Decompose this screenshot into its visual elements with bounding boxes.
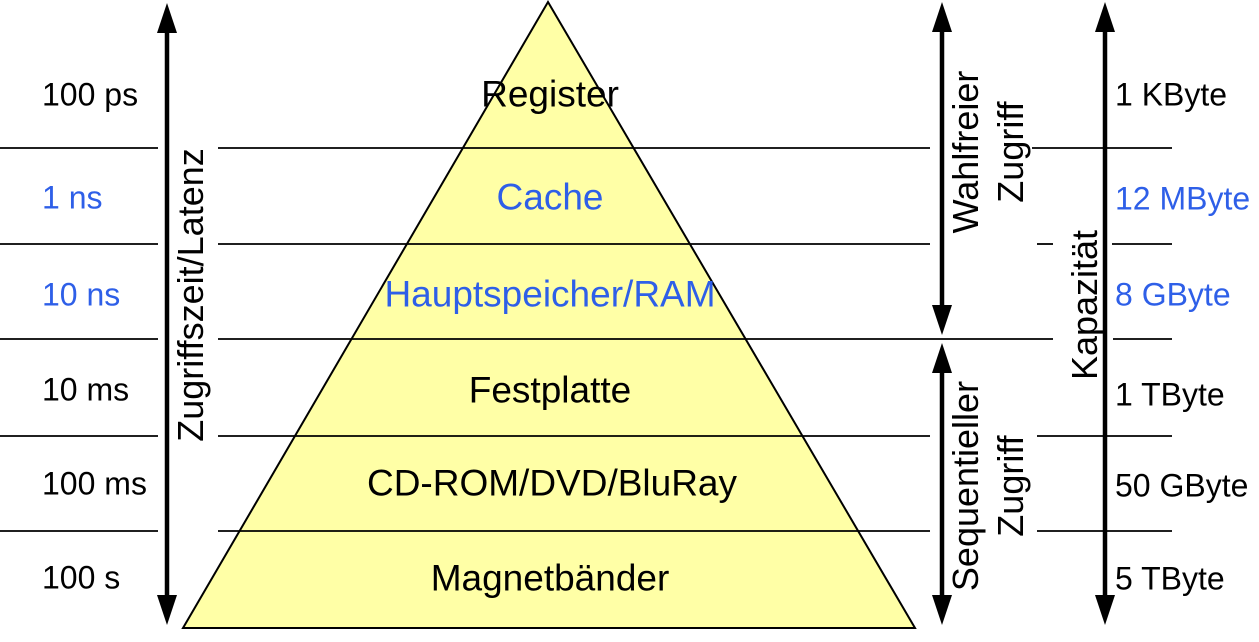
capacity-label-register: 1 KByte [1115,76,1228,113]
latency-axis-arrow [157,3,177,625]
random-access-label: Wahlfreier Zugriff [945,70,1031,234]
latency-label-register: 100 ps [42,76,139,113]
capacity-label-festplatte: 1 TByte [1115,376,1225,413]
capacity-label-cache: 12 MByte [1115,180,1251,217]
capacity-label-tape: 5 TByte [1115,560,1225,597]
level-label-register: Register [481,73,619,115]
latency-label-ram: 10 ns [42,276,121,313]
level-label-tape: Magnetbänder [430,557,670,599]
level-label-festplatte: Festplatte [468,369,632,411]
latency-label-tape: 100 s [42,559,121,596]
latency-axis-label: Zugriffszeit/Latenz [170,148,212,442]
random-access-arrow [932,2,952,335]
sequential-access-label: Sequentieller Zugriff [945,380,1031,592]
capacity-axis-arrow [1095,2,1115,625]
pyramid-shape [181,0,917,629]
latency-label-optical: 100 ms [42,465,147,502]
sequential-access-arrow [932,343,952,625]
capacity-label-ram: 8 GByte [1115,276,1231,313]
level-label-optical: CD-ROM/DVD/BluRay [366,462,738,504]
latency-label-cache: 1 ns [42,179,103,216]
level-label-ram: Hauptspeicher/RAM [384,273,716,315]
capacity-axis-label: Kapazität [1064,229,1106,381]
capacity-label-optical: 50 GByte [1115,467,1249,504]
latency-label-festplatte: 10 ms [42,371,130,408]
level-label-cache: Cache [496,176,604,218]
